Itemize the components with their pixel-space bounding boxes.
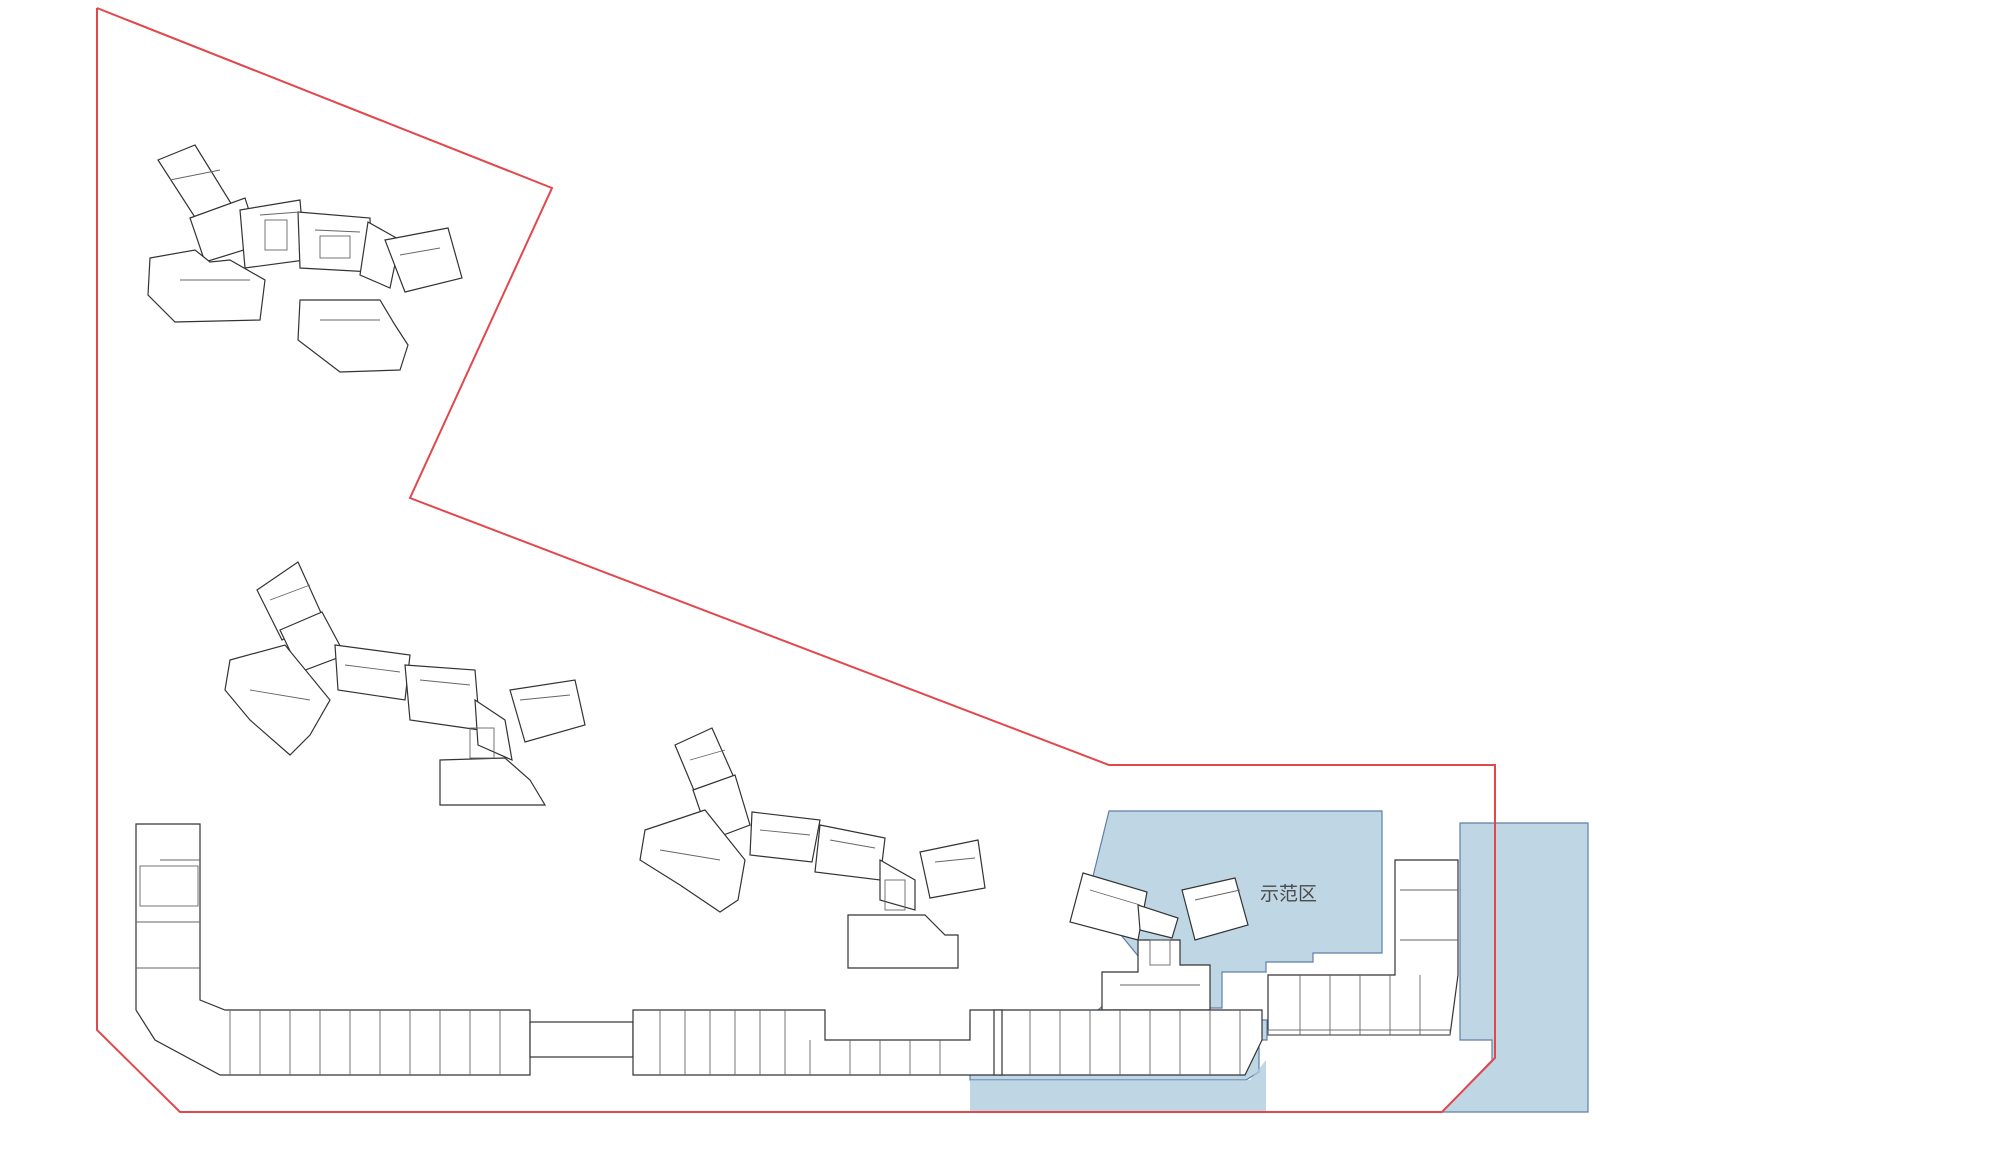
tower-cluster-north bbox=[147, 144, 463, 373]
podium-retail-strip bbox=[135, 823, 1459, 1076]
demo-zone-label: 示范区 bbox=[1260, 883, 1317, 905]
demo-zone-south bbox=[970, 1060, 1588, 1112]
tower-cluster-west bbox=[224, 561, 586, 806]
tower-cluster-center bbox=[639, 727, 986, 969]
site-boundary bbox=[96, 7, 1496, 1113]
tower-cluster-demo bbox=[1069, 872, 1249, 1011]
demo-zone-east bbox=[1440, 822, 1589, 1113]
